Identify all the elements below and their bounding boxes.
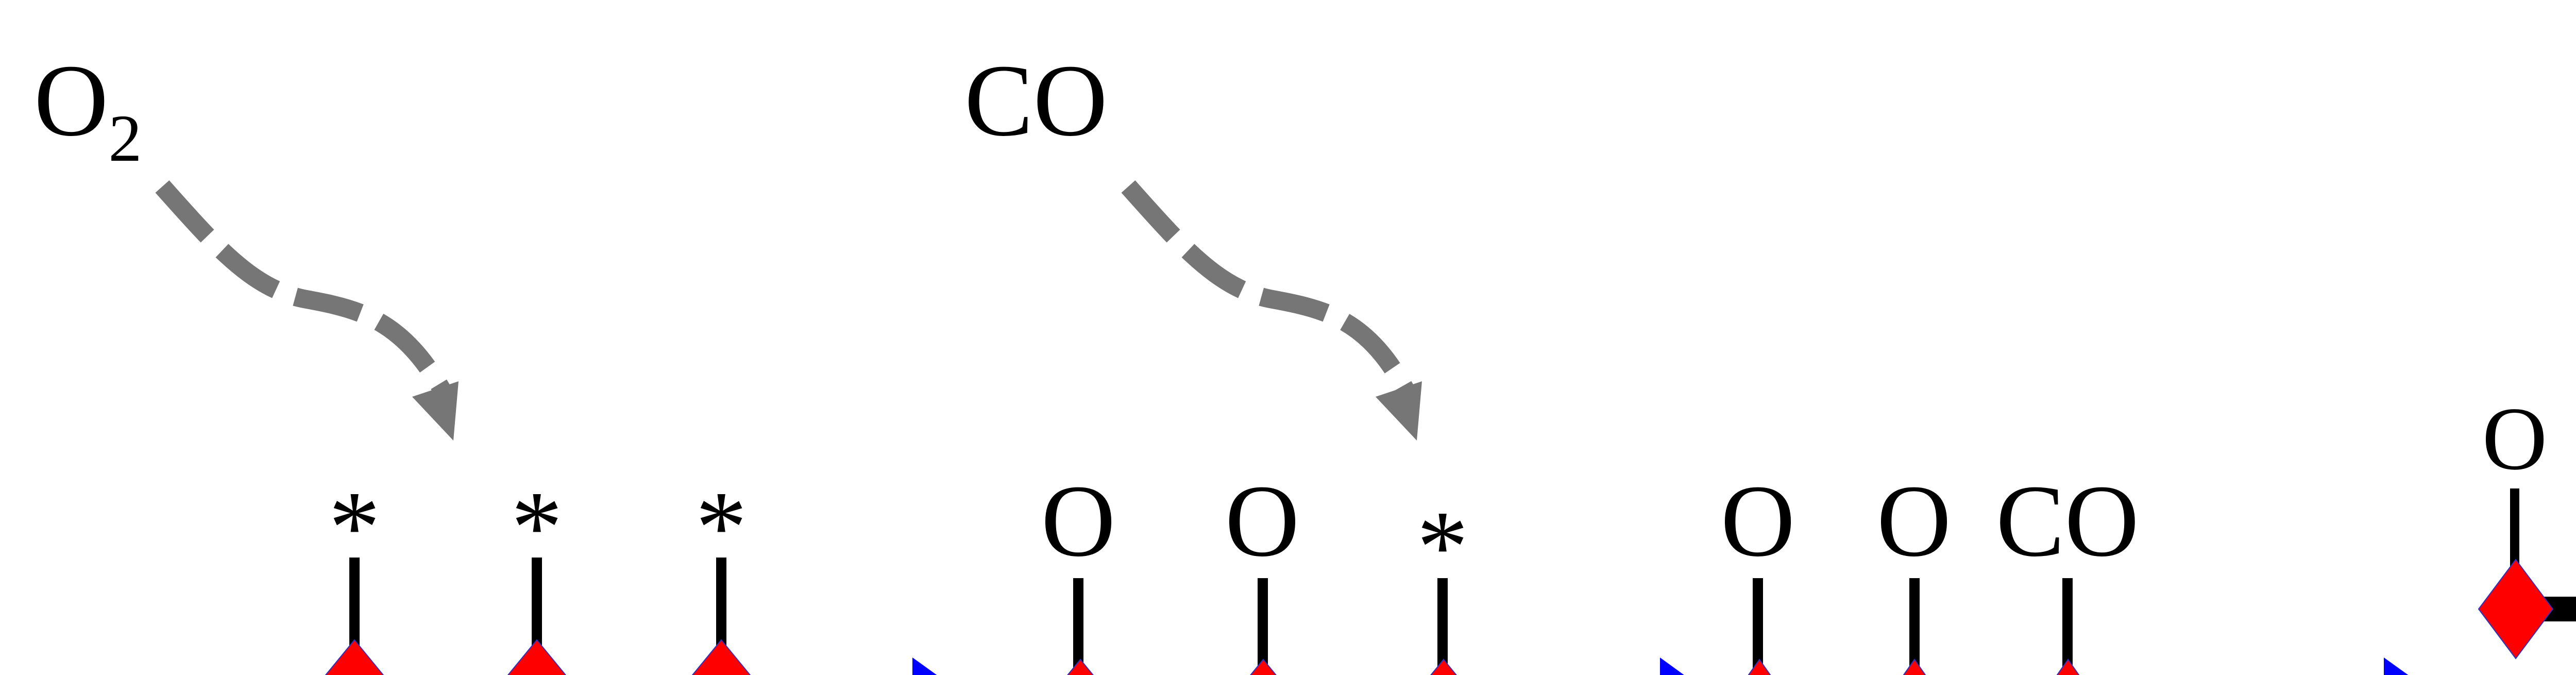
site-label: O xyxy=(1041,464,1115,578)
site-label: * xyxy=(329,470,380,584)
site-diamond xyxy=(1748,659,1771,675)
site-diamond xyxy=(325,639,384,675)
gas-label-o2: O2 xyxy=(34,44,142,176)
site-diamond xyxy=(691,639,751,675)
o2-adsorption-arrow xyxy=(155,180,459,441)
reaction-arrow-3 xyxy=(2384,657,2409,675)
site-label: * xyxy=(511,470,563,584)
site-diamond xyxy=(1067,659,1094,675)
reaction-arrow-2 xyxy=(1660,657,1684,675)
site-label: O xyxy=(2482,389,2547,488)
site-diamond xyxy=(507,639,567,675)
surface-stage-2: O O * xyxy=(1041,464,1468,675)
gas-label-co: CO xyxy=(964,44,1108,158)
site-diamond xyxy=(1250,659,1277,675)
site-label: * xyxy=(1417,490,1468,604)
site-label: O xyxy=(1225,464,1299,578)
surface-stage-3: O O CO xyxy=(1721,464,2139,675)
site-diamond xyxy=(1903,659,1926,675)
site-diamond xyxy=(1430,659,1457,675)
surface-stage-1: * * * xyxy=(325,470,751,675)
site-diamond xyxy=(2056,659,2080,675)
site-diamond xyxy=(2478,559,2554,660)
site-label: O xyxy=(1877,464,1951,578)
site-label: * xyxy=(696,470,747,584)
reaction-arrow-1 xyxy=(912,657,937,675)
co-adsorption-arrow xyxy=(1121,180,1422,441)
surface-stage-4: O * * xyxy=(2478,389,2576,660)
site-label: O xyxy=(1721,464,1795,578)
site-label: CO xyxy=(1996,464,2139,578)
